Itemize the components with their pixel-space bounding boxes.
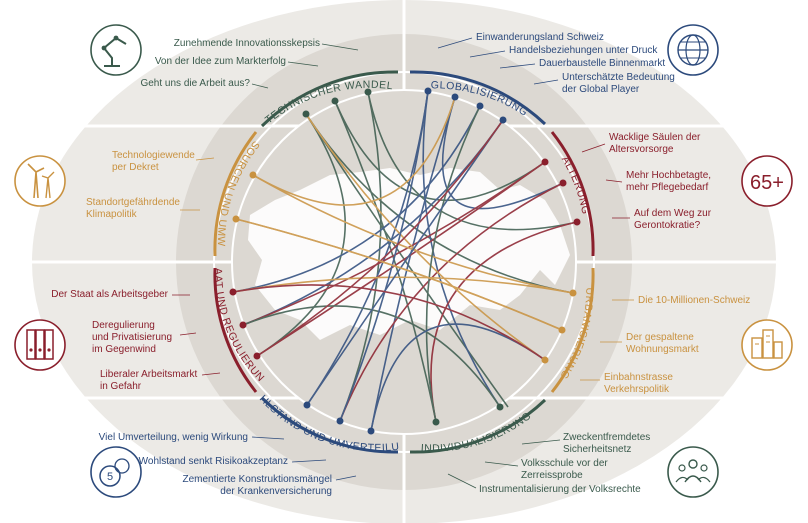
label-staat-arbeitsgeber: Der Staat als Arbeitsgeber	[51, 289, 168, 300]
label-umverteilung: Viel Umverteilung, wenig Wirkung	[98, 432, 248, 443]
alterung-badge: 65+	[741, 155, 793, 207]
sector-rings	[213, 70, 595, 454]
people-icon	[667, 446, 719, 498]
label-hochbetagte: Mehr Hochbetagte,mehr Pflegebedarf	[626, 170, 712, 193]
chords	[232, 90, 578, 432]
binders-icon	[14, 319, 66, 371]
map-silhouette	[248, 168, 570, 340]
globe-icon	[667, 24, 719, 76]
coins-icon: 5	[90, 446, 142, 498]
label-risikoakzeptanz: Wohlstand senkt Risikoakzeptanz	[138, 456, 288, 467]
label-binnenmarkt: Dauerbaustelle Binnenmarkt	[539, 58, 666, 69]
label-handelsbeziehungen: Handelsbeziehungen unter Druck	[509, 45, 658, 56]
label-innovationsskepsis: Zunehmende Innovationsskepsis	[173, 38, 320, 49]
label-idee-marktfolg: Von der Idee zum Markterfolg	[154, 56, 286, 67]
label-volksrechte: Instrumentalisierung der Volksrechte	[479, 484, 641, 495]
buildings-icon	[741, 319, 793, 371]
wind-turbine-icon	[14, 155, 66, 207]
label-einwanderungsland: Einwanderungsland Schweiz	[476, 32, 604, 43]
robot-arm-icon	[90, 24, 142, 76]
label-10-millionen: Die 10-Millionen-Schweiz	[638, 295, 751, 306]
leader-lines	[172, 37, 634, 489]
alterung-badge-text: 65+	[750, 172, 784, 194]
coin-text: 5	[107, 471, 113, 483]
label-arbeit: Geht uns die Arbeit aus?	[140, 78, 250, 89]
chord-endpoints	[229, 87, 581, 435]
